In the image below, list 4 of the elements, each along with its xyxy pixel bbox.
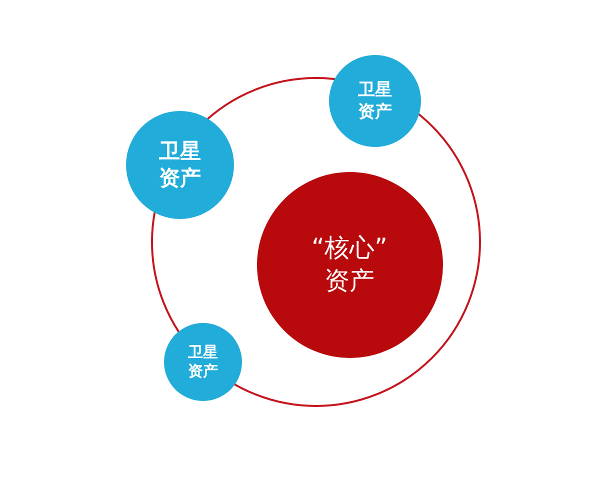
asset-label: 卫星资产 xyxy=(187,342,219,382)
asset-label: 卫星资产 xyxy=(356,78,393,124)
asset-label: 卫星资产 xyxy=(158,138,202,192)
asset-label: “核心”资产 xyxy=(310,232,388,296)
